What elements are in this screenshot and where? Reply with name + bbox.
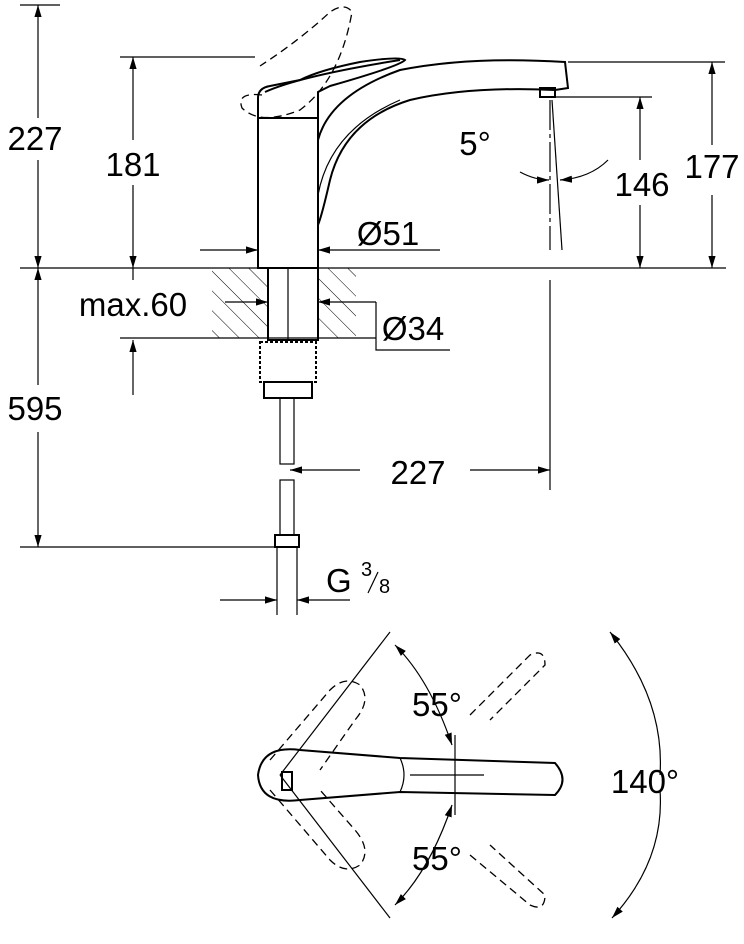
dimension-spout-angle: 5° xyxy=(459,99,609,251)
dimension-outlet-height: 146 xyxy=(555,96,670,268)
dimension-total-height: 227 xyxy=(7,4,63,268)
svg-text:55°: 55° xyxy=(412,686,462,723)
svg-text:595: 595 xyxy=(7,390,62,427)
dimension-spout-reach: 227 xyxy=(290,280,551,491)
dimension-hole-diameter: Ø34 xyxy=(225,298,450,351)
svg-text:G: G xyxy=(326,562,352,599)
dimension-body-diameter: Ø51 xyxy=(200,215,440,254)
svg-text:146: 146 xyxy=(614,166,669,203)
dimension-below-countertop: 595 xyxy=(7,268,282,548)
svg-text:Ø51: Ø51 xyxy=(357,215,419,252)
svg-text:5°: 5° xyxy=(459,125,491,162)
svg-text:8: 8 xyxy=(379,576,390,598)
countertop-section xyxy=(120,267,376,341)
svg-text:Ø34: Ø34 xyxy=(382,310,444,347)
angle-dimensions: 55° 55° 140° xyxy=(279,631,679,919)
dimension-spout-height: 177 xyxy=(568,61,740,268)
top-view-handle-lower-position xyxy=(269,789,546,908)
top-view-handle-upper-position xyxy=(269,652,546,771)
svg-text:3: 3 xyxy=(361,559,372,581)
svg-text:177: 177 xyxy=(684,148,739,185)
top-view-handle xyxy=(256,748,564,802)
faucet-body xyxy=(240,6,570,269)
svg-text:max.60: max.60 xyxy=(79,286,187,323)
svg-text:140°: 140° xyxy=(611,763,679,800)
dimension-lever-height: 181 xyxy=(105,56,255,268)
svg-text:227: 227 xyxy=(390,454,445,491)
svg-text:55°: 55° xyxy=(412,840,462,877)
supply-hose xyxy=(274,397,300,615)
dimension-connection: G 3 8 xyxy=(220,559,390,604)
svg-text:227: 227 xyxy=(7,120,62,157)
mounting-nut xyxy=(259,341,317,399)
svg-text:181: 181 xyxy=(105,146,160,183)
dimension-max-countertop: max.60 xyxy=(79,268,187,395)
